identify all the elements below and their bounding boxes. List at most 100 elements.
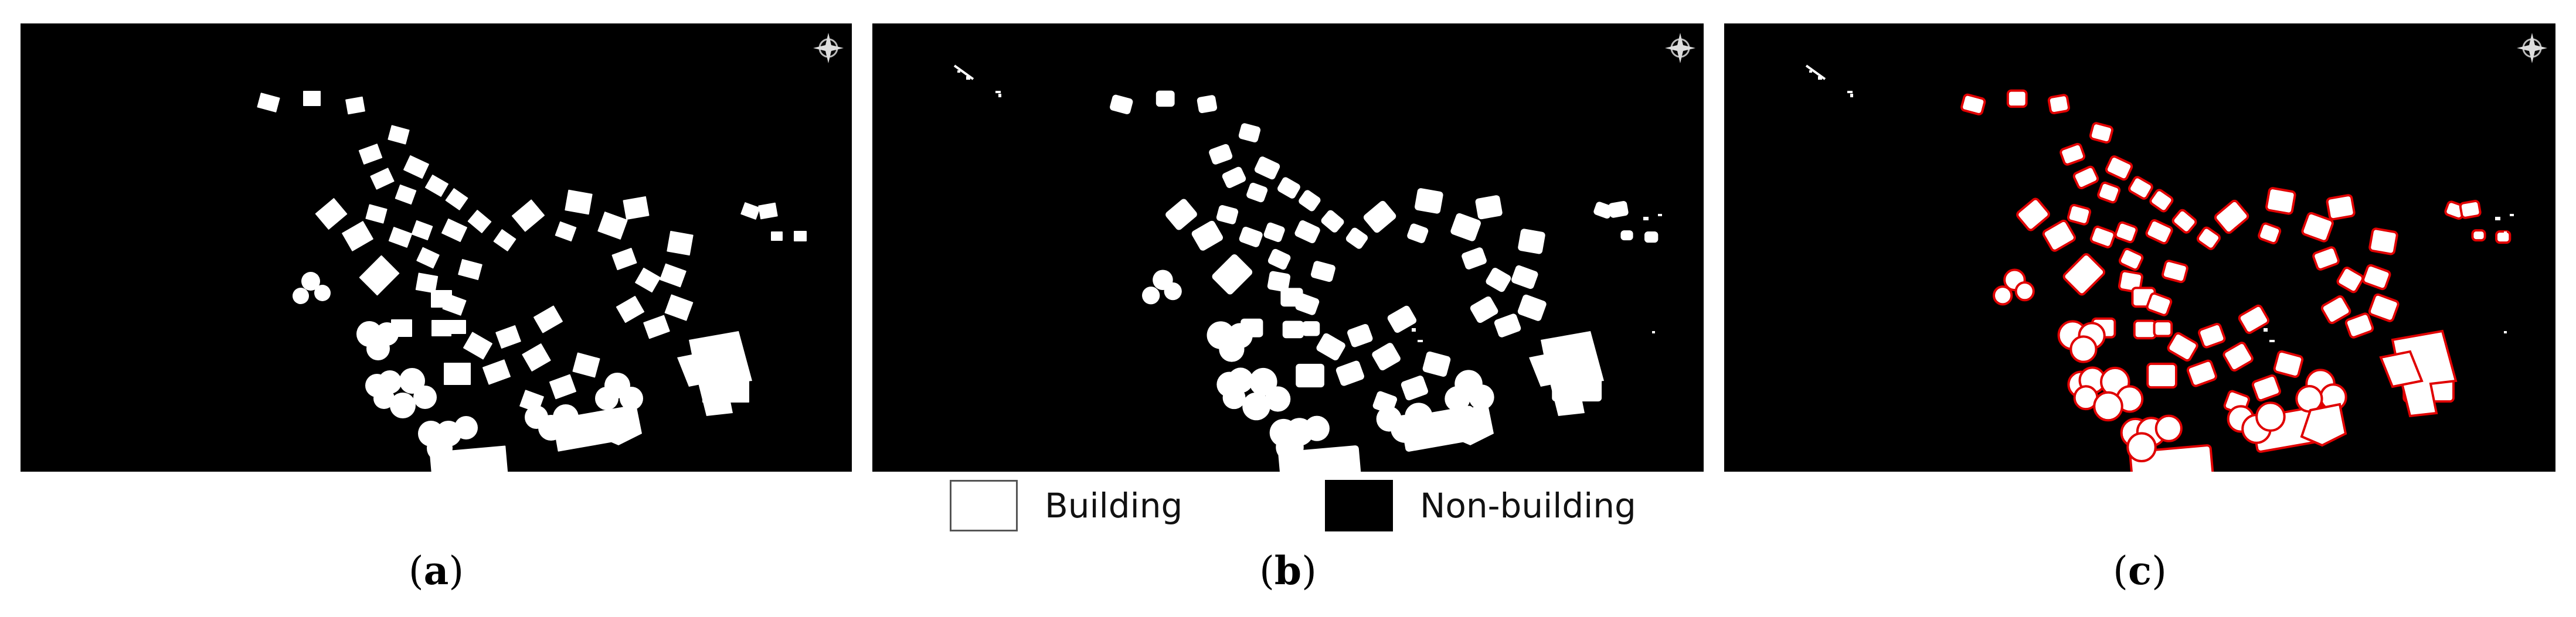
building <box>359 255 400 296</box>
building-round <box>1222 386 1246 410</box>
building <box>431 320 451 336</box>
building <box>1282 321 1304 339</box>
legend-building: Building <box>950 479 1182 532</box>
building-round <box>1405 403 1433 431</box>
building-round <box>390 393 416 418</box>
building <box>495 325 521 349</box>
building <box>2368 227 2398 255</box>
building-round <box>1242 392 1270 421</box>
caption-a-close: ) <box>448 548 464 594</box>
building <box>758 202 778 220</box>
building <box>2161 260 2188 284</box>
building-irregular <box>2300 403 2347 447</box>
noise-speck <box>1850 94 1853 97</box>
building <box>1222 166 1246 188</box>
building <box>482 359 511 385</box>
building-round <box>553 404 579 430</box>
building <box>2459 200 2482 219</box>
building <box>2344 312 2374 339</box>
building <box>2105 155 2133 181</box>
building <box>794 231 807 241</box>
building-footprints <box>257 91 807 472</box>
building <box>623 196 650 220</box>
building <box>2149 189 2174 213</box>
building <box>1960 93 1986 115</box>
noise-speck <box>957 70 960 73</box>
building <box>2273 350 2304 378</box>
building <box>1407 223 1429 243</box>
building <box>565 189 593 215</box>
building-round <box>301 272 320 291</box>
building-irregular <box>1529 352 1570 387</box>
building <box>1263 222 1285 243</box>
building <box>345 96 365 115</box>
building <box>1347 323 1373 347</box>
noise-speck <box>2495 217 2500 220</box>
building <box>1387 305 1417 333</box>
building <box>1372 343 1401 371</box>
building <box>1197 95 1218 114</box>
noise-speck <box>2269 340 2275 342</box>
building <box>2495 230 2512 244</box>
building <box>1335 360 1364 386</box>
building-round <box>293 288 309 304</box>
legend-nonbuilding-swatch <box>1325 480 1393 531</box>
building-round <box>1445 386 1470 412</box>
building <box>445 188 468 210</box>
building <box>370 168 395 190</box>
building <box>660 263 687 288</box>
building-round <box>427 435 453 461</box>
building <box>1165 199 1197 230</box>
building-footprints <box>1805 64 2514 472</box>
noise-speck <box>998 94 1001 97</box>
panel-a-map <box>257 33 844 472</box>
building-round <box>1219 336 1245 362</box>
building <box>444 363 471 385</box>
building <box>342 221 373 251</box>
building <box>463 332 492 360</box>
building <box>365 204 388 224</box>
building-irregular <box>677 352 718 387</box>
building-irregular <box>598 404 642 445</box>
building <box>511 199 545 232</box>
building-round <box>1993 285 2013 306</box>
building <box>2060 142 2086 166</box>
building <box>1518 229 1545 254</box>
building <box>2089 225 2116 248</box>
building-round <box>1304 415 1330 441</box>
building <box>2133 319 2157 340</box>
building <box>1299 190 1321 212</box>
building <box>1295 293 1320 315</box>
building <box>2214 199 2249 234</box>
legend-nonbuilding-label: Non-building <box>1420 486 1636 526</box>
building <box>1511 265 1538 289</box>
building <box>2471 229 2486 242</box>
building <box>2146 362 2177 389</box>
north-compass-icon <box>2517 33 2547 63</box>
caption-c-open: ( <box>2113 548 2128 594</box>
caption-c: (c) <box>2113 548 2167 594</box>
building <box>2047 94 2071 115</box>
building <box>2016 197 2050 231</box>
caption-b: (b) <box>1259 548 1317 594</box>
building <box>2171 209 2197 234</box>
noise-speck <box>1847 91 1853 93</box>
building-round <box>314 285 331 301</box>
building-round <box>1142 287 1160 305</box>
building <box>1267 248 1291 270</box>
north-compass-icon <box>813 33 844 63</box>
building <box>771 231 783 241</box>
building <box>315 198 348 230</box>
building <box>1191 220 1223 251</box>
panel-b-map <box>953 33 1695 472</box>
building <box>442 294 467 316</box>
panel-b-prediction <box>872 23 1704 472</box>
building <box>1593 202 1613 219</box>
building <box>2006 89 2028 108</box>
building <box>2128 176 2153 200</box>
building <box>1345 227 1368 249</box>
building <box>1475 195 1503 220</box>
building <box>2186 359 2217 387</box>
building <box>2368 293 2400 322</box>
building-round <box>595 387 618 410</box>
